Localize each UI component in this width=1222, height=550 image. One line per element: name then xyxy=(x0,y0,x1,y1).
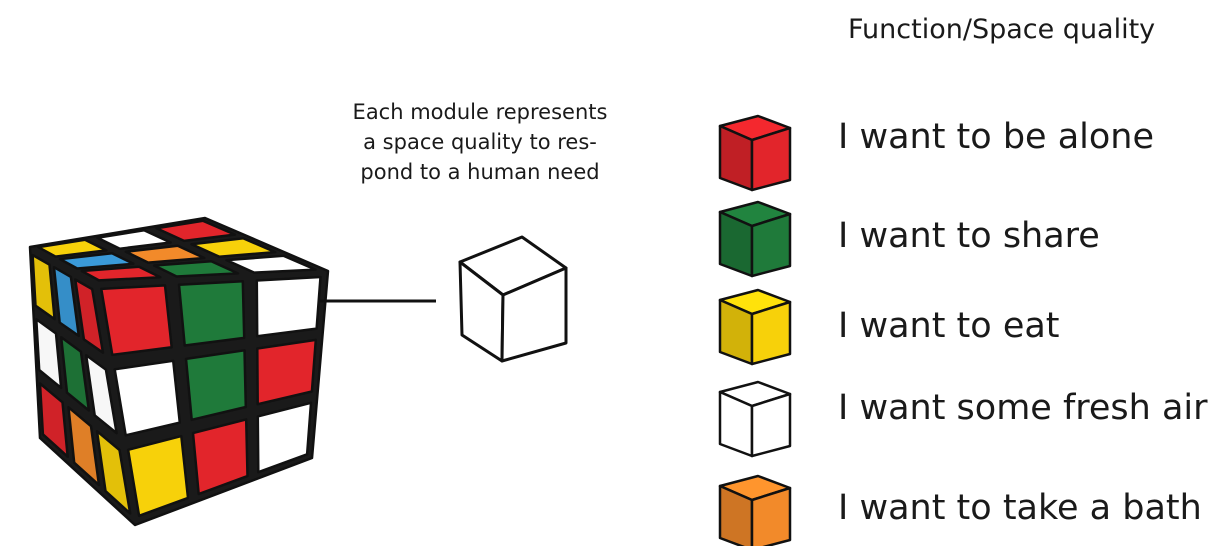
annotation-line: pond to a human need xyxy=(360,160,600,184)
module-right-face xyxy=(500,266,568,363)
cube-sticker-left xyxy=(74,278,105,354)
cube-sticker-front xyxy=(256,338,318,406)
legend-swatch-fresh-air xyxy=(718,380,792,458)
swatch-left xyxy=(718,484,754,550)
legend-title: Function/Space quality xyxy=(848,14,1156,45)
cube-sticker-top xyxy=(190,237,277,258)
cube-sticker-left xyxy=(35,317,63,390)
cube-sticker-top xyxy=(152,259,240,278)
annotation-line: a space quality to res- xyxy=(363,130,597,154)
cube-sticker-left xyxy=(31,253,56,321)
cube-sticker-top xyxy=(37,238,108,258)
cube-sticker-front xyxy=(177,279,246,347)
single-module-cube xyxy=(458,235,568,363)
cube-sticker-front xyxy=(100,284,173,357)
cube-sticker-top xyxy=(96,229,172,250)
legend-label-share: I want to share xyxy=(838,216,1100,256)
swatch-right xyxy=(750,486,792,550)
cube-sticker-top xyxy=(58,251,135,270)
cube-sticker-left xyxy=(67,406,101,487)
legend-swatch-share xyxy=(718,200,792,278)
swatch-right xyxy=(750,300,792,366)
legend-label-eat: I want to eat xyxy=(838,306,1060,346)
cube-sticker-left xyxy=(84,354,118,435)
cube-sticker-left xyxy=(95,429,132,515)
legend-swatch-alone xyxy=(718,114,792,192)
cube-sticker-front xyxy=(256,401,313,474)
annotation-text: Each module represents a space quality t… xyxy=(300,97,660,187)
cube-sticker-left xyxy=(38,382,69,458)
legend-label-fresh-air: I want some fresh air xyxy=(838,388,1208,428)
legend-label-bath: I want to take a bath xyxy=(838,488,1202,528)
swatch-right xyxy=(750,212,792,278)
cube-sticker-left xyxy=(59,336,91,412)
cube-sticker-top xyxy=(155,219,237,243)
cube-sticker-front xyxy=(184,349,248,422)
swatch-right xyxy=(750,126,792,192)
cube-sticker-top xyxy=(124,244,206,264)
annotation-line: Each module represents xyxy=(352,100,608,124)
legend-swatch-eat xyxy=(718,288,792,366)
cube-sticker-front xyxy=(255,275,322,338)
cube-sticker-top xyxy=(80,265,162,282)
legend-swatch-bath xyxy=(718,474,792,550)
legend-swatches xyxy=(718,114,792,550)
cube-sticker-front xyxy=(113,359,182,437)
cube-sticker-left xyxy=(52,265,81,338)
cube-sticker-top xyxy=(225,254,317,274)
cube-sticker-front xyxy=(126,434,190,518)
cube-sticker-front xyxy=(191,418,249,496)
legend-label-alone: I want to be alone xyxy=(838,117,1154,157)
rubiks-cube xyxy=(28,216,330,527)
swatch-right xyxy=(750,392,792,458)
